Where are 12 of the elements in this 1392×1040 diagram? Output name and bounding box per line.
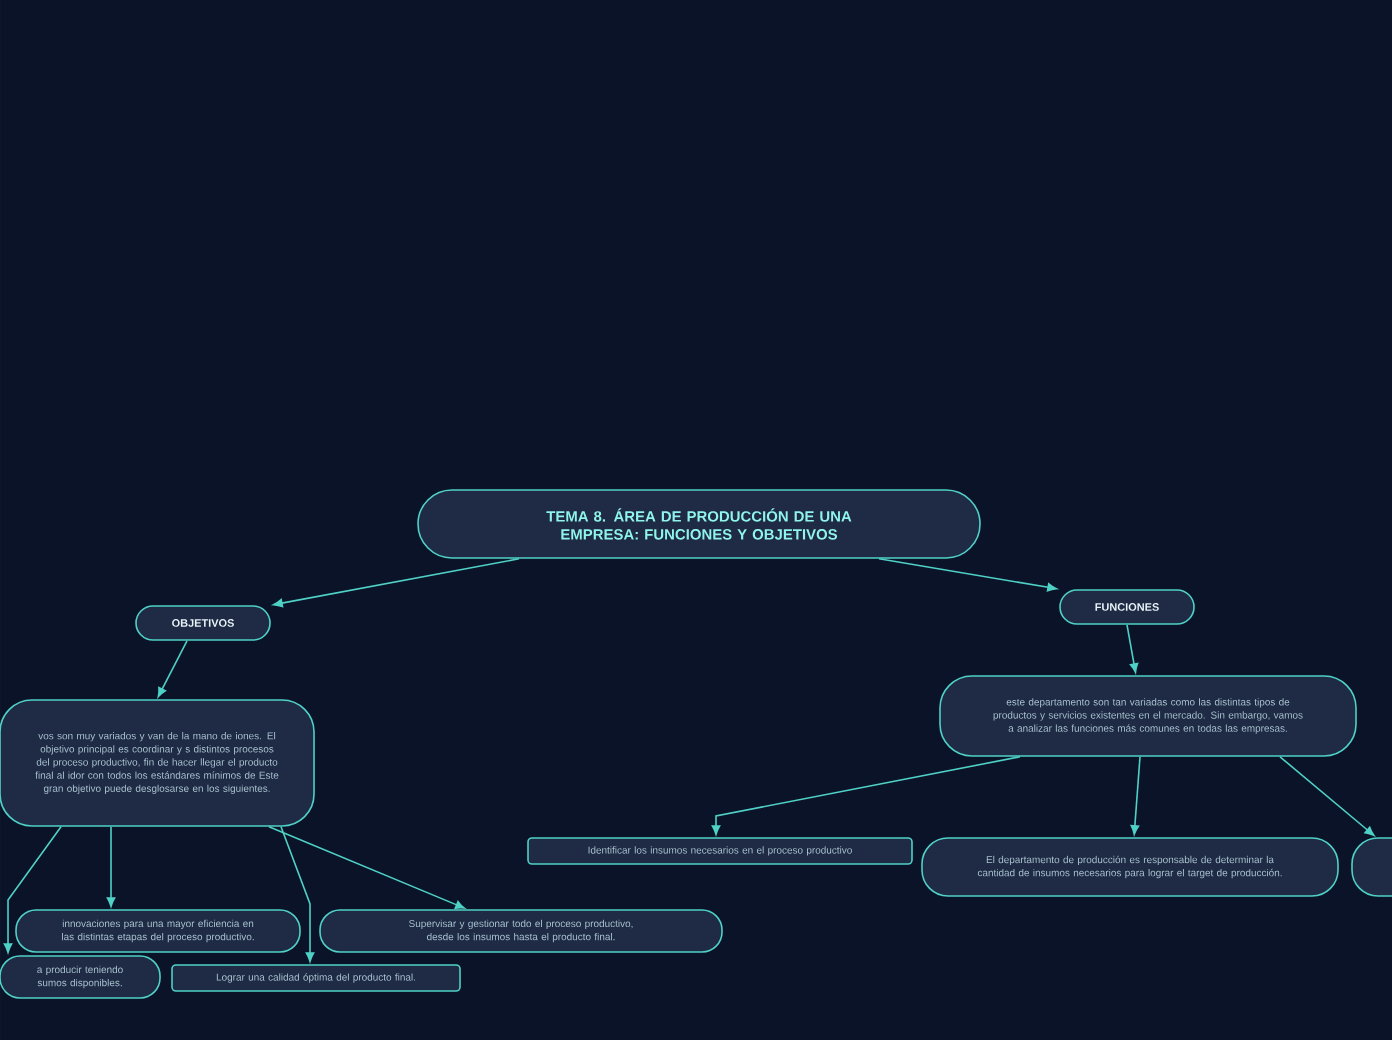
arrow bbox=[3, 826, 62, 953]
box bbox=[1351, 837, 1392, 897]
arrow bbox=[878, 558, 1058, 592]
arrow bbox=[106, 826, 116, 907]
arrow bbox=[1126, 624, 1139, 674]
arrow bbox=[272, 558, 520, 608]
arrow bbox=[1279, 756, 1375, 837]
arrow bbox=[268, 826, 466, 909]
arrow bbox=[157, 640, 188, 698]
arrow bbox=[711, 756, 1021, 835]
arrow bbox=[280, 826, 315, 962]
arrow bbox=[1130, 756, 1141, 835]
